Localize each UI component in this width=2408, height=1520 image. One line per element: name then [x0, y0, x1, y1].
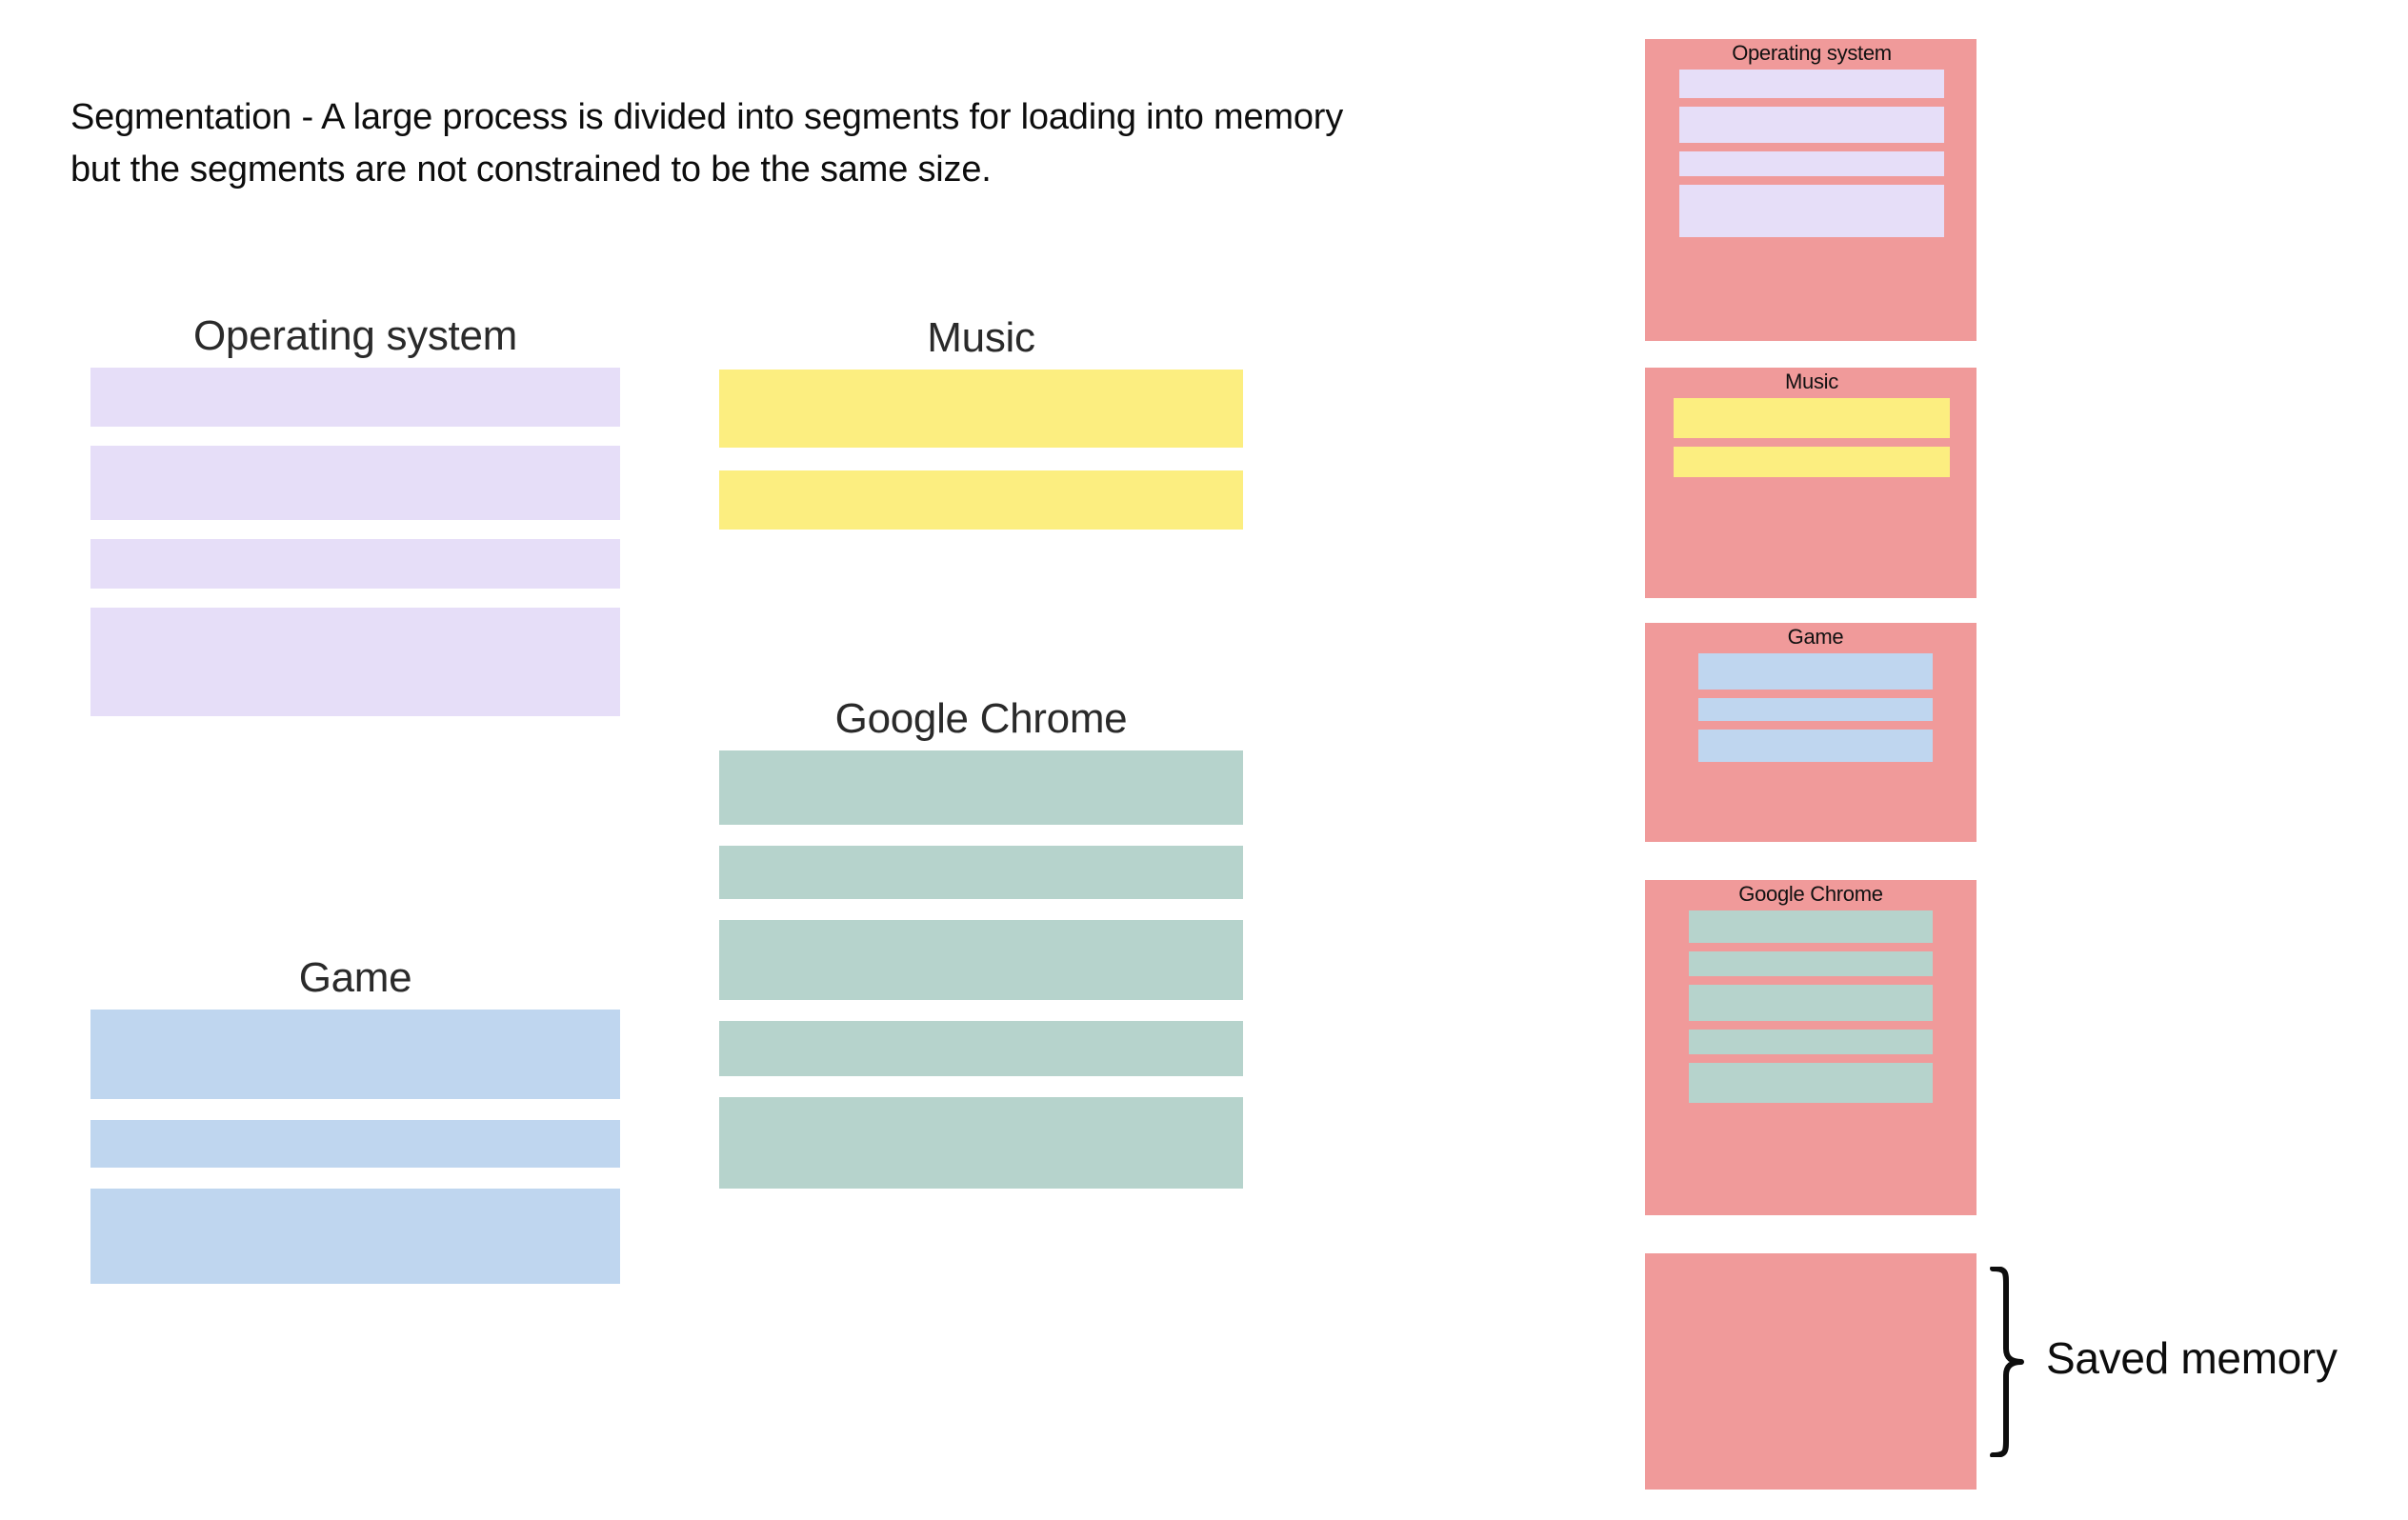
- process-group-operating-system: Operating system: [90, 310, 620, 716]
- memory-panel-music: Music: [1645, 368, 1977, 598]
- segment-block: [90, 446, 620, 520]
- segment-block: [1679, 107, 1944, 143]
- process-title-game: Game: [298, 954, 412, 1001]
- memory-segment-list-music: [1674, 398, 1950, 477]
- memory-title-music: Music: [1785, 370, 1838, 393]
- process-segment-list-game: [90, 1010, 620, 1284]
- segment-block: [1674, 398, 1950, 438]
- segment-block: [1674, 447, 1950, 477]
- segment-block: [1679, 185, 1944, 237]
- segment-block: [90, 608, 620, 716]
- saved-memory-label: Saved memory: [2046, 1333, 2338, 1383]
- segment-block: [1698, 653, 1933, 690]
- memory-segment-list-google-chrome: [1689, 910, 1933, 1103]
- segment-block: [719, 846, 1243, 899]
- process-title-music: Music: [927, 314, 1035, 361]
- segment-block: [1698, 730, 1933, 762]
- segment-block: [1689, 985, 1933, 1021]
- process-group-music: Music: [719, 312, 1243, 530]
- segment-block: [719, 750, 1243, 825]
- memory-panel-inner-music: Music: [1645, 368, 1977, 477]
- curly-brace-icon: [1990, 1267, 2024, 1457]
- segment-block: [719, 920, 1243, 1000]
- process-group-game: Game: [90, 952, 620, 1284]
- segment-block: [90, 1010, 620, 1099]
- segment-block: [1689, 1030, 1933, 1054]
- intro-description: Segmentation - A large process is divide…: [70, 97, 1344, 190]
- segment-block: [719, 1021, 1243, 1076]
- segment-block: [90, 1189, 620, 1284]
- memory-segment-list-operating-system: [1679, 70, 1944, 237]
- segment-block: [719, 370, 1243, 448]
- memory-title-google-chrome: Google Chrome: [1738, 882, 1883, 906]
- process-segment-list-google-chrome: [719, 750, 1243, 1189]
- process-segment-list-operating-system: [90, 368, 620, 716]
- process-title-operating-system: Operating system: [192, 312, 517, 359]
- segment-block: [1679, 151, 1944, 176]
- memory-panel-operating-system: Operating system: [1645, 39, 1977, 341]
- memory-panel-inner-operating-system: Operating system: [1645, 39, 1977, 237]
- segment-block: [1689, 1063, 1933, 1103]
- segment-block: [1689, 910, 1933, 943]
- memory-panel-inner-game: Game: [1645, 623, 1977, 762]
- memory-panel-saved-memory: [1645, 1253, 1977, 1490]
- memory-segment-list-game: [1698, 653, 1933, 762]
- process-group-google-chrome: Google Chrome: [719, 693, 1243, 1189]
- memory-panel-google-chrome: Google Chrome: [1645, 880, 1977, 1215]
- memory-title-operating-system: Operating system: [1732, 41, 1892, 65]
- memory-panel-game: Game: [1645, 623, 1977, 842]
- memory-title-game: Game: [1787, 625, 1844, 649]
- segment-block: [1679, 70, 1944, 98]
- segment-block: [719, 1097, 1243, 1189]
- segment-block: [719, 470, 1243, 530]
- segment-block: [90, 1120, 620, 1168]
- process-title-google-chrome: Google Chrome: [834, 695, 1128, 742]
- segment-block: [90, 368, 620, 427]
- segment-block: [1689, 951, 1933, 976]
- segment-block: [90, 539, 620, 589]
- process-segment-list-music: [719, 370, 1243, 530]
- memory-panel-inner-google-chrome: Google Chrome: [1645, 880, 1977, 1103]
- segment-block: [1698, 698, 1933, 721]
